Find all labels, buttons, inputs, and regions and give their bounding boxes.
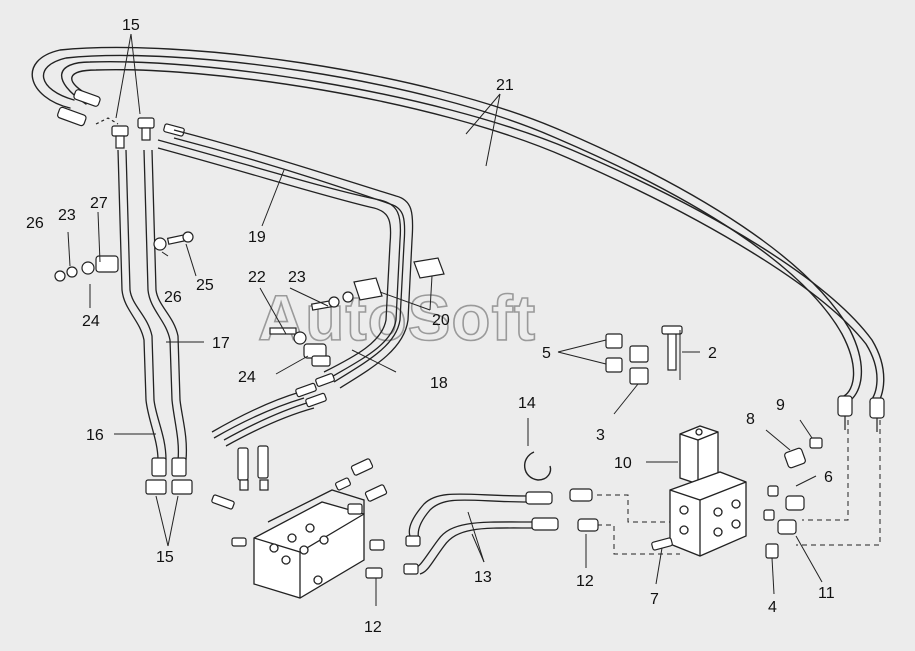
clamp-brackets-20 <box>353 257 445 301</box>
callout-14: 14 <box>518 395 536 412</box>
leader-lines <box>67 33 823 606</box>
callout-7: 7 <box>650 591 659 608</box>
block-fittings <box>651 437 823 559</box>
callout-25: 25 <box>196 277 214 294</box>
callout-24-mid: 24 <box>238 369 256 386</box>
callout-15-bottom: 15 <box>156 549 174 566</box>
hose-bundle <box>211 391 315 447</box>
dashed-connections <box>597 420 881 555</box>
callout-22: 22 <box>248 269 266 286</box>
callout-6: 6 <box>824 469 833 486</box>
callout-labels: 15 21 19 27 23 26 24 26 25 22 23 20 17 2… <box>26 17 835 636</box>
callout-12-left: 12 <box>364 619 382 636</box>
callout-13: 13 <box>474 569 492 586</box>
valve-block <box>253 489 365 599</box>
callout-2: 2 <box>708 345 717 362</box>
rigid-pipe-19 <box>157 129 414 389</box>
callout-21: 21 <box>496 77 514 94</box>
hoses-13 <box>408 493 535 575</box>
tee-fittings-top <box>95 117 155 149</box>
callout-23-mid: 23 <box>288 269 306 286</box>
hose-end-fittings-right <box>837 395 885 432</box>
clamp-bracket-27 <box>54 255 119 282</box>
callout-24-left: 24 <box>82 313 100 330</box>
callout-9: 9 <box>776 397 785 414</box>
callout-26-left: 26 <box>26 215 44 232</box>
callout-19: 19 <box>248 229 266 246</box>
callout-20: 20 <box>432 312 450 329</box>
callout-3: 3 <box>596 427 605 444</box>
callout-17: 17 <box>212 335 230 352</box>
callout-5: 5 <box>542 345 551 362</box>
callout-26-mid: 26 <box>164 289 182 306</box>
long-hose-pair <box>31 46 885 407</box>
callout-11: 11 <box>818 585 835 602</box>
callout-27: 27 <box>90 195 108 212</box>
circlip-14 <box>524 451 552 481</box>
callout-23-left: 23 <box>58 207 76 224</box>
callout-16: 16 <box>86 427 104 444</box>
callout-12-mid: 12 <box>576 573 594 590</box>
hose-fittings-upper <box>295 373 335 408</box>
callout-4: 4 <box>768 599 777 616</box>
callout-8: 8 <box>746 411 755 428</box>
short-hoses <box>237 445 269 491</box>
distributor-block-10 <box>669 425 747 557</box>
valve-block-fittings <box>211 458 388 579</box>
bolt-group-22-23-24 <box>269 291 354 367</box>
adapters-12 <box>569 488 599 532</box>
callout-15-top: 15 <box>122 17 140 34</box>
bolt-25 <box>153 231 194 251</box>
callout-10: 10 <box>614 455 632 472</box>
small-parts-2-3-5 <box>605 325 683 385</box>
tee-fittings-bottom <box>145 457 193 495</box>
hose-13-fittings <box>403 491 559 575</box>
rigid-pipes-16-17 <box>117 149 188 461</box>
callout-18: 18 <box>430 375 448 392</box>
